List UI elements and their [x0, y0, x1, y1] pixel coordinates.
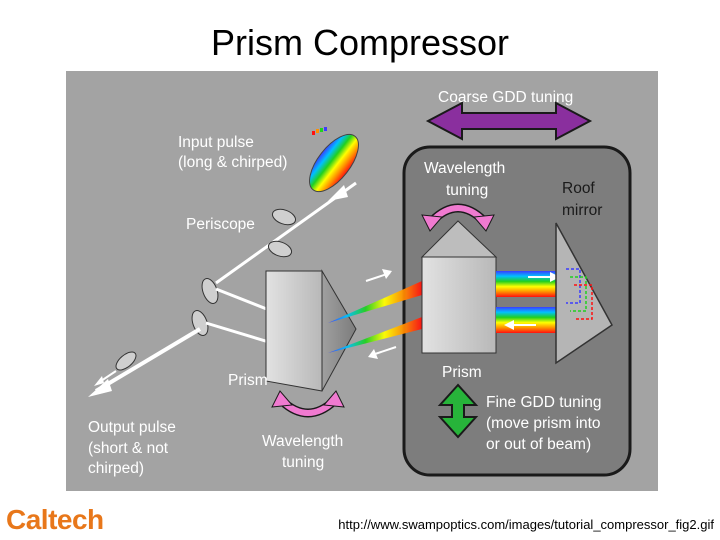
fine-gdd-label-line1: Fine GDD tuning [486, 394, 601, 411]
wavelength-tuning-bottom-line2: tuning [282, 454, 324, 471]
coarse-gdd-arrow [425, 101, 593, 141]
wavelength-tuning-top-line1: Wavelength [424, 160, 505, 177]
periscope-mirror-top [271, 208, 297, 226]
output-pulse-label-line1: Output pulse [88, 419, 176, 436]
caltech-logo: Caltech [6, 504, 104, 535]
input-pulse-icon [309, 127, 359, 193]
output-beam [94, 327, 202, 393]
wavelength-tuning-bottom-arrow [271, 390, 345, 418]
page-title: Prism Compressor [210, 22, 510, 63]
output-pulse-label-line2: (short & not [88, 440, 169, 457]
wavelength-tuning-top-line2: tuning [446, 182, 488, 199]
output-pulse-label-line3: chirped) [88, 460, 144, 477]
fine-gdd-label-line3: or out of beam) [486, 436, 591, 453]
periscope-mirror-bottom [267, 240, 293, 258]
periscope-label: Periscope [186, 216, 255, 233]
rainbow-band-lower [496, 307, 558, 333]
roof-mirror-label-line1: Roof [562, 180, 595, 197]
dispersed-beam-upper [328, 281, 422, 323]
input-beam-arrowhead [328, 185, 348, 201]
roof-mirror [555, 222, 613, 365]
fine-gdd-arrow [437, 383, 479, 439]
input-pulse-label-line2: (long & chirped) [178, 154, 287, 171]
left-prism [265, 269, 357, 392]
source-url[interactable]: http://www.swampoptics.com/images/tutori… [338, 517, 714, 532]
rainbow-band-upper [496, 271, 558, 297]
dispersed-beam-lower [328, 317, 422, 353]
wavelength-tuning-bottom-line1: Wavelength [262, 433, 343, 450]
roof-mirror-label-line2: mirror [562, 202, 602, 219]
right-prism [420, 220, 498, 354]
wavelength-tuning-top-arrow [421, 203, 495, 232]
coarse-gdd-label: Coarse GDD tuning [438, 89, 573, 106]
output-beam-arrowhead [88, 379, 112, 397]
fine-gdd-label-line2: (move prism into [486, 415, 601, 432]
left-prism-label: Prism [228, 372, 268, 389]
prism-compressor-diagram: Coarse GDD tuning Input pulse (long & ch… [66, 71, 658, 491]
right-prism-label: Prism [442, 364, 482, 381]
pickoff-mirror [115, 351, 137, 371]
input-pulse-label-line1: Input pulse [178, 134, 254, 151]
